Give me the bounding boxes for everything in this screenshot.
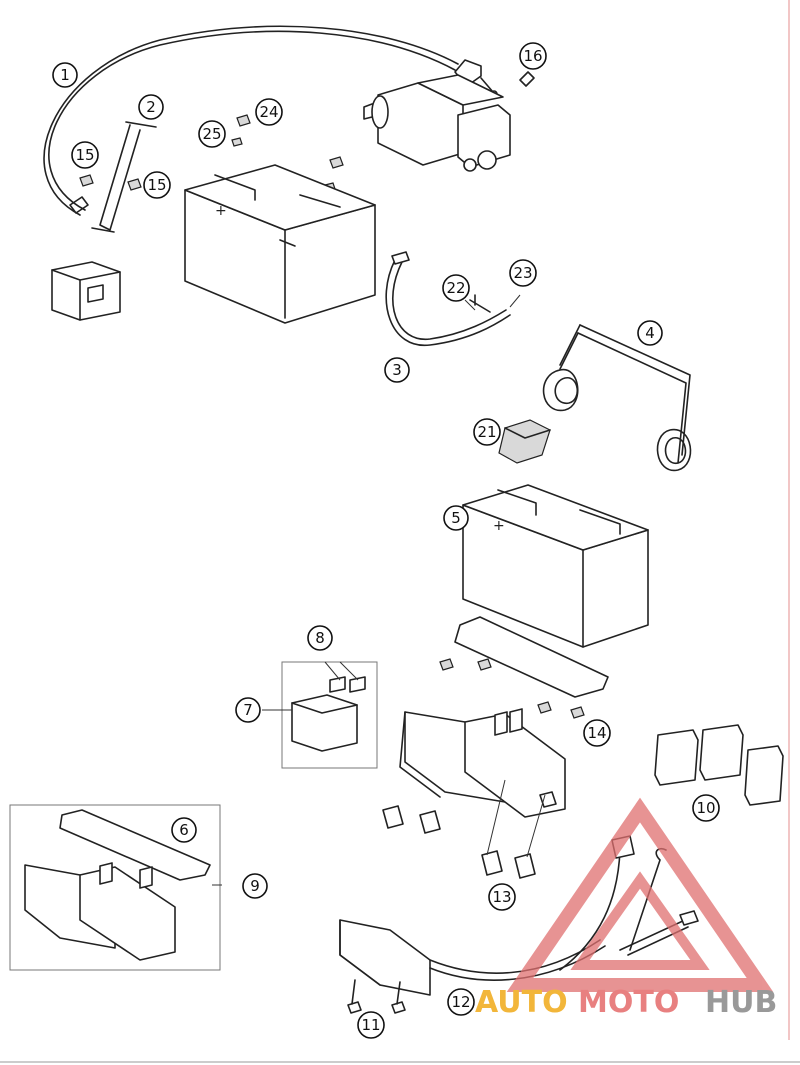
- battery-main: +: [462, 484, 649, 648]
- svg-text:2: 2: [146, 98, 156, 116]
- callout-13: 13: [488, 883, 516, 911]
- svg-text:15: 15: [147, 176, 166, 194]
- battery-strap: [542, 324, 692, 472]
- callout-4: 4: [637, 320, 663, 346]
- callout-23: 23: [509, 259, 537, 287]
- callout-24: 24: [255, 98, 283, 126]
- starter-motor: [363, 71, 535, 172]
- svg-text:+: +: [493, 518, 505, 534]
- svg-text:15: 15: [75, 146, 94, 164]
- bolts-group-middle: [439, 658, 585, 719]
- ground-strap: [91, 121, 157, 233]
- watermark-auto: AUTO: [475, 985, 568, 1020]
- starter-relay: [51, 261, 121, 321]
- fuse-box-kit: [24, 809, 211, 961]
- svg-text:13: 13: [492, 888, 511, 906]
- svg-text:5: 5: [451, 509, 461, 527]
- callout-15b: 15: [143, 171, 171, 199]
- relay-connectors: [654, 724, 784, 806]
- svg-text:9: 9: [250, 877, 260, 895]
- relay-with-fuses: [291, 676, 366, 752]
- fuse-box-assembly: [399, 708, 566, 818]
- battery-top: +: [184, 164, 376, 324]
- svg-text:21: 21: [477, 423, 496, 441]
- watermark-hub: HUB: [705, 985, 777, 1020]
- box-9-frame: [9, 804, 221, 971]
- callout-15a: 15: [71, 141, 99, 169]
- callout-5: 5: [443, 505, 469, 531]
- svg-text:16: 16: [523, 47, 542, 65]
- callout-7: 7: [235, 697, 261, 723]
- callout-12: 12: [447, 988, 475, 1016]
- negative-cable: [385, 251, 511, 346]
- callout-16: 16: [519, 42, 547, 70]
- callout-6: 6: [171, 817, 197, 843]
- terminal-cover: [498, 419, 551, 464]
- rubber-mounts: [382, 779, 546, 879]
- svg-text:+: +: [215, 203, 227, 219]
- svg-text:24: 24: [259, 103, 278, 121]
- callout-8: 8: [307, 625, 333, 651]
- svg-text:25: 25: [202, 125, 221, 143]
- svg-text:10: 10: [696, 799, 715, 817]
- svg-text:1: 1: [60, 66, 70, 84]
- callout-14: 14: [583, 719, 611, 747]
- svg-text:4: 4: [645, 324, 655, 342]
- callout-1: 1: [52, 62, 78, 88]
- svg-text:8: 8: [315, 629, 325, 647]
- callout-10: 10: [692, 794, 720, 822]
- box-7-8-frame: [281, 661, 378, 769]
- svg-text:3: 3: [392, 361, 402, 379]
- callout-21: 21: [473, 418, 501, 446]
- svg-text:22: 22: [446, 279, 465, 297]
- callout-11: 11: [357, 1011, 385, 1039]
- callout-3: 3: [384, 357, 410, 383]
- svg-text:14: 14: [587, 724, 606, 742]
- svg-text:12: 12: [451, 993, 470, 1011]
- svg-text:7: 7: [243, 701, 253, 719]
- callout-25: 25: [198, 120, 226, 148]
- leader-lines: [212, 294, 521, 886]
- watermark-moto: MOTO: [578, 985, 679, 1020]
- callout-9: 9: [242, 873, 268, 899]
- regulator-screws: [347, 979, 406, 1014]
- svg-text:11: 11: [361, 1016, 380, 1034]
- watermark-logo: [506, 797, 774, 992]
- svg-text:23: 23: [513, 264, 532, 282]
- battery-pad: [454, 616, 609, 698]
- callout-2: 2: [138, 94, 164, 120]
- callout-22: 22: [442, 274, 470, 302]
- svg-text:6: 6: [179, 821, 189, 839]
